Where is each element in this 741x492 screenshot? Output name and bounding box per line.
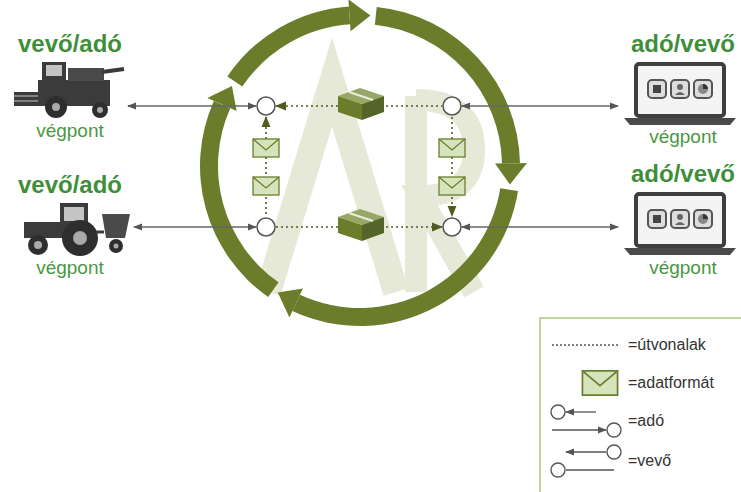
combine-harvester-icon — [46, 65, 62, 76]
legend-sample — [566, 451, 606, 452]
tractor-spreader-icon — [102, 214, 130, 238]
port-circles — [257, 218, 275, 236]
parcel-icon — [338, 88, 384, 120]
data-format-envelope — [439, 177, 465, 195]
combine-harvester-icon — [52, 103, 60, 111]
data-format-envelope — [253, 177, 279, 195]
legend-sample — [607, 423, 621, 437]
laptop-icon — [624, 64, 736, 125]
legend-sample — [551, 345, 621, 477]
endpoint-link-lines — [128, 106, 618, 227]
laptop-icon — [624, 194, 736, 255]
cycle-ring — [200, 101, 279, 297]
data-format-envelope — [253, 139, 279, 157]
cycle-ring — [227, 6, 350, 86]
tractor-spreader-icon — [64, 207, 84, 221]
route-lines — [266, 106, 452, 227]
parcel-icon — [338, 217, 362, 241]
role-heading: adó/vevő — [631, 30, 735, 58]
endpoint-node: adó/vevő végpont — [631, 160, 735, 279]
parcel-icon — [338, 209, 384, 241]
combine-harvester-icon — [14, 62, 124, 118]
legend-sample — [552, 344, 620, 346]
combine-harvester-icon — [97, 107, 103, 113]
endpoint-label: végpont — [36, 257, 104, 279]
combine-harvester-icon — [14, 100, 40, 102]
cycle-ring — [278, 288, 303, 317]
endpoint-label: végpont — [649, 126, 717, 148]
cycle-ring — [348, 0, 370, 31]
parcel-icon — [349, 213, 373, 221]
role-heading: vevő/adó — [18, 171, 122, 199]
parcel-icon — [338, 96, 362, 120]
combine-harvester-icon — [68, 68, 104, 81]
endpoint-node: vevő/adó végpont — [18, 30, 122, 142]
legend-sample — [566, 469, 614, 470]
legend-sample — [551, 405, 565, 419]
combine-harvester-icon — [42, 62, 66, 82]
legend-sample — [566, 411, 596, 412]
cycle-ring — [292, 188, 518, 326]
tractor-spreader-icon — [73, 231, 87, 245]
tractor-spreader-icon — [28, 235, 48, 255]
tractor-spreader-icon — [109, 239, 123, 253]
port-circles — [257, 97, 275, 115]
port-circles — [443, 218, 461, 236]
parcel-icon — [349, 92, 373, 100]
tractor-spreader-icon — [62, 220, 98, 256]
route-lines — [265, 117, 267, 216]
endpoint-link-lines — [134, 226, 256, 227]
endpoint-label: végpont — [649, 257, 717, 279]
laptop-icon — [624, 64, 736, 255]
cycle-ring — [495, 163, 527, 184]
data-format-envelope — [439, 139, 465, 157]
port-circles — [443, 97, 461, 115]
role-heading: adó/vevő — [631, 160, 735, 188]
tractor-spreader-icon — [24, 222, 64, 238]
combine-harvester-icon — [102, 69, 124, 72]
data-format-envelope — [253, 139, 465, 195]
endpoint-link-lines — [462, 105, 618, 106]
endpoint-label: végpont — [36, 120, 104, 142]
legend-box — [540, 318, 741, 492]
legend-label: =adatformát — [628, 372, 714, 394]
ar-watermark — [268, 82, 396, 292]
parcel-icon — [338, 88, 384, 241]
endpoint-node: vevő/adó végpont — [18, 171, 122, 279]
combine-harvester-icon — [14, 92, 40, 106]
endpoint-link-lines — [128, 105, 256, 106]
cycle-ring — [375, 7, 520, 164]
cycle-ring — [200, 0, 527, 326]
legend-sample — [551, 463, 565, 477]
endpoint-link-lines — [462, 226, 618, 227]
tractor-spreader-icon — [24, 203, 130, 256]
port-circles — [257, 97, 461, 236]
cycle-ring — [207, 86, 236, 111]
combine-harvester-icon — [14, 95, 40, 97]
legend-label: =útvonalak — [628, 334, 706, 356]
tractor-spreader-icon — [34, 241, 42, 249]
tractor-spreader-icon — [114, 244, 119, 249]
legend-sample — [582, 371, 617, 395]
combine-harvester-icon — [92, 102, 108, 118]
legend-sample — [607, 445, 621, 459]
role-heading: vevő/adó — [18, 30, 122, 58]
route-lines — [451, 117, 453, 216]
legend-label: =vevő — [628, 450, 671, 472]
legend-label: =adó — [628, 410, 664, 432]
ar-watermark — [268, 82, 474, 292]
legend-box — [540, 318, 741, 492]
endpoint-node: adó/vevő végpont — [631, 30, 735, 148]
legend-sample — [552, 429, 606, 430]
combine-harvester-icon — [45, 96, 67, 118]
tractor-spreader-icon — [96, 231, 104, 234]
